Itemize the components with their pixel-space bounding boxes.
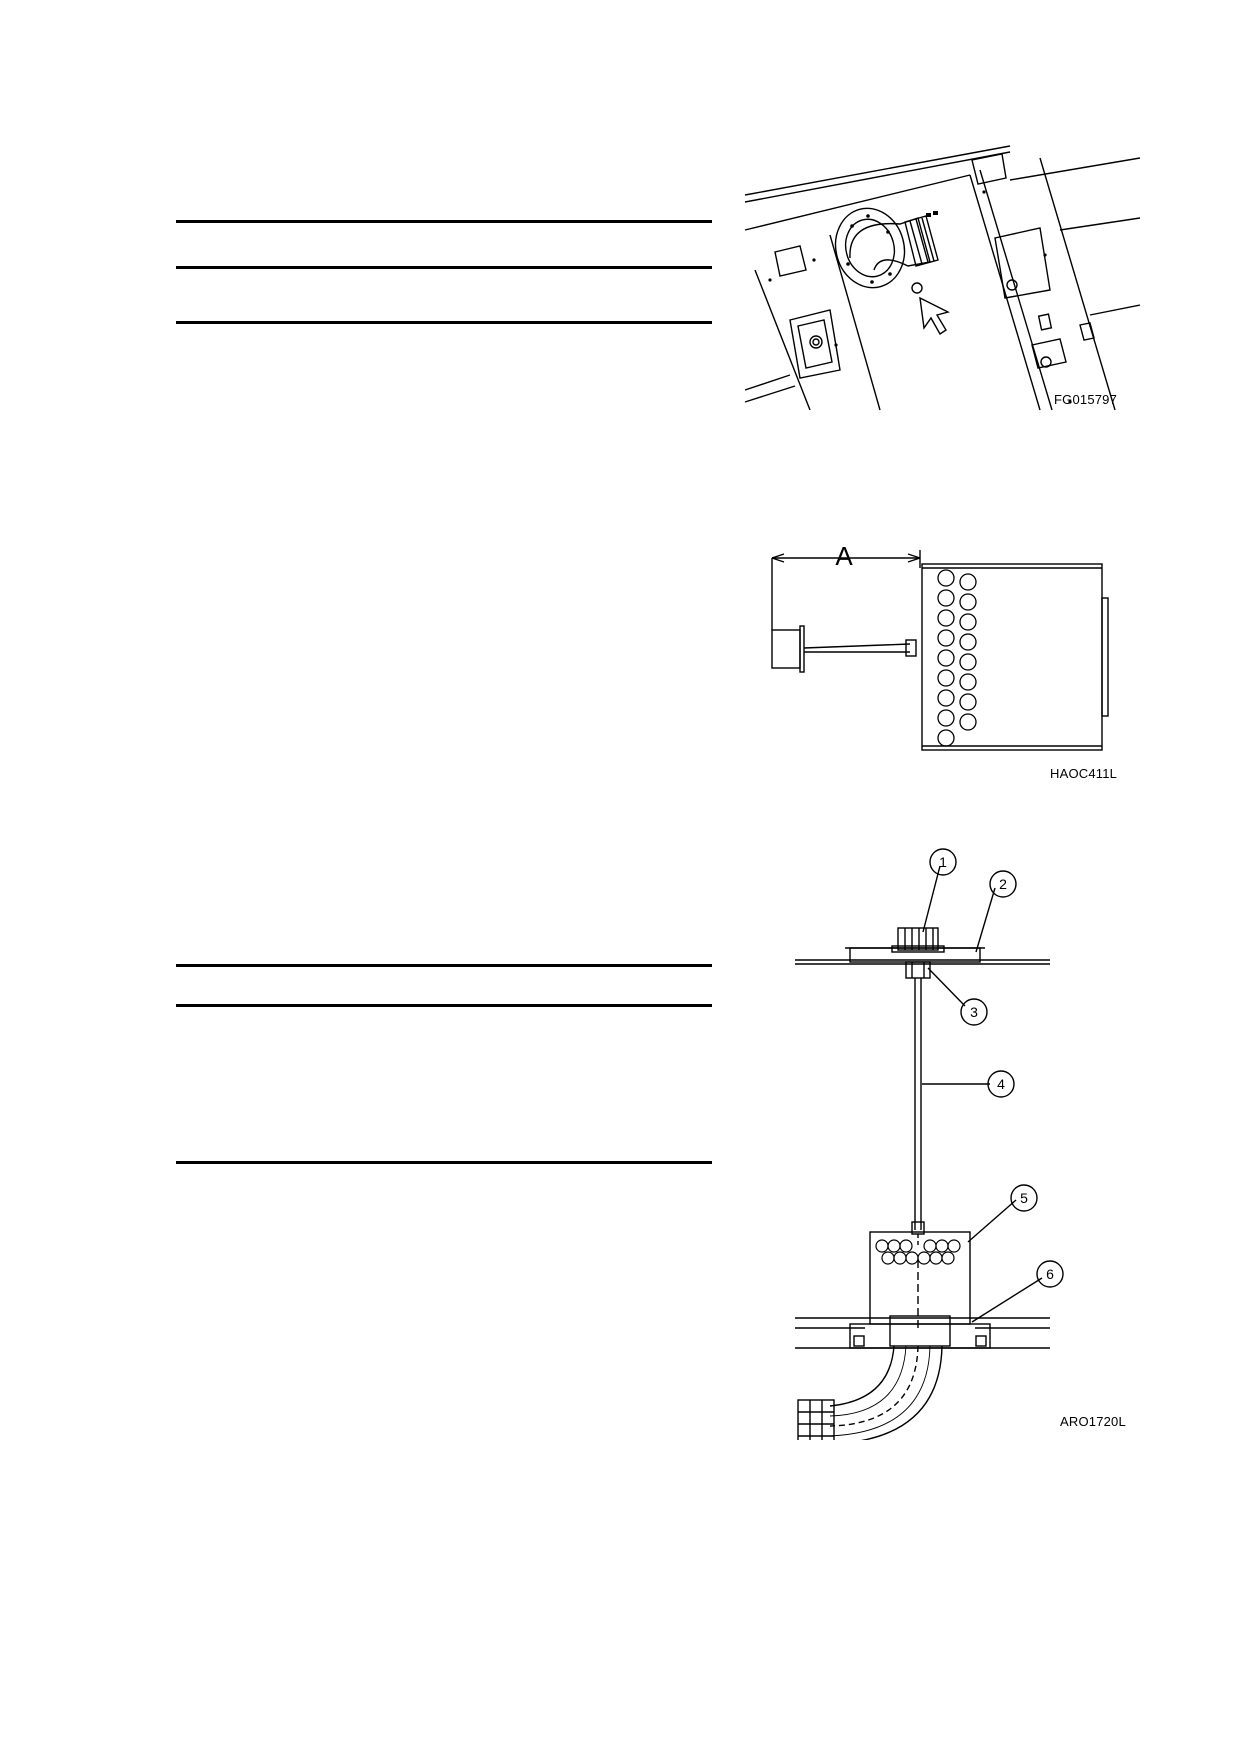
table2-header-rule — [176, 1004, 712, 1007]
figure-strainer-dimension: A HAOC411L — [760, 540, 1140, 800]
strainer-assembly-illustration: 1 2 3 4 5 6 ARO1720L — [795, 848, 1126, 1440]
table-header-rule — [176, 266, 712, 269]
callout-4: 4 — [997, 1076, 1005, 1092]
strainer-illustration: A HAOC411L — [771, 541, 1117, 781]
figure-strainer-assembly: 1 2 3 4 5 6 ARO1720L — [790, 840, 1150, 1440]
table-bottom-rule — [176, 321, 712, 324]
table-top-rule — [176, 220, 712, 223]
dimension-label: A — [835, 541, 853, 571]
figure-code-2: HAOC411L — [1050, 766, 1117, 781]
table2-bottom-rule — [176, 1161, 712, 1164]
callout-1: 1 — [939, 854, 947, 870]
tank-panel-illustration: FG015797 — [744, 145, 1140, 411]
callout-6: 6 — [1046, 1266, 1054, 1282]
callout-5: 5 — [1020, 1190, 1028, 1206]
figure-code-1: FG015797 — [1054, 392, 1117, 407]
figure-code-3: ARO1720L — [1060, 1414, 1126, 1429]
callout-3: 3 — [970, 1004, 978, 1020]
table2-top-rule — [176, 964, 712, 967]
figure-tank-panel: FG015797 — [740, 140, 1140, 420]
callout-2: 2 — [999, 876, 1007, 892]
